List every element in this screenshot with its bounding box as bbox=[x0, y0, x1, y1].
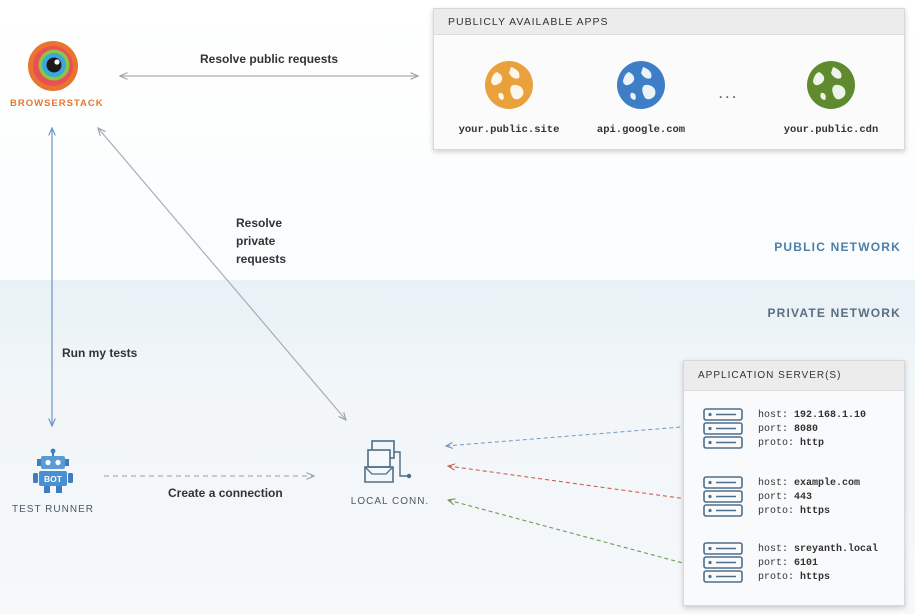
create-connection-label: Create a connection bbox=[168, 486, 283, 500]
app-label: your.public.site bbox=[458, 124, 560, 136]
server-entry: host: sreyanth.local port: 6101 proto: h… bbox=[702, 541, 897, 589]
app-your-public-site: your.public.site bbox=[454, 59, 564, 136]
server-port-row: port: 6101 bbox=[758, 557, 878, 571]
robot-icon: BOT bbox=[33, 448, 73, 493]
port-key: port: bbox=[758, 492, 789, 503]
proto-key: proto: bbox=[758, 438, 795, 449]
browserstack-logo-icon bbox=[28, 41, 78, 91]
server-details: host: 192.168.1.10 port: 8080 proto: htt… bbox=[758, 409, 866, 451]
server-proto-row: proto: https bbox=[758, 505, 860, 519]
server-proto-row: proto: http bbox=[758, 437, 866, 451]
globe-icon bbox=[617, 61, 665, 109]
server-icon bbox=[703, 542, 743, 583]
app-your-public-cdn: your.public.cdn bbox=[776, 59, 886, 136]
proto-key: proto: bbox=[758, 572, 795, 583]
host-key: host: bbox=[758, 410, 789, 421]
server-icon bbox=[703, 408, 743, 449]
public-apps-panel: PUBLICLY AVAILABLE APPS your.public.site… bbox=[433, 8, 905, 150]
resolve-public-label: Resolve public requests bbox=[200, 52, 339, 66]
edge-server-3 bbox=[448, 500, 694, 566]
resolve-private-line: requests bbox=[236, 252, 287, 266]
server-host-row: host: 192.168.1.10 bbox=[758, 409, 866, 423]
server-details: host: example.com port: 443 proto: https bbox=[758, 477, 860, 519]
globe-icon bbox=[485, 61, 533, 109]
globe-icon bbox=[807, 61, 855, 109]
local-conn-label: LOCAL CONN. bbox=[350, 496, 430, 507]
private-network-label: PRIVATE NETWORK bbox=[767, 306, 901, 320]
resolve-private-label: Resolve private requests bbox=[236, 214, 286, 268]
test-runner-label: TEST RUNNER bbox=[12, 504, 94, 515]
resolve-private-line: private bbox=[236, 234, 276, 248]
server-host-row: host: sreyanth.local bbox=[758, 543, 878, 557]
app-servers-title: APPLICATION SERVER(S) bbox=[684, 361, 904, 391]
server-entry: host: 192.168.1.10 port: 8080 proto: htt… bbox=[702, 407, 897, 455]
host-value: sreyanth.local bbox=[794, 544, 879, 555]
host-value: example.com bbox=[794, 478, 861, 489]
proto-value: https bbox=[800, 572, 831, 583]
public-apps-title: PUBLICLY AVAILABLE APPS bbox=[434, 9, 904, 35]
server-proto-row: proto: https bbox=[758, 571, 878, 585]
app-label: your.public.cdn bbox=[783, 124, 879, 136]
server-entry: host: example.com port: 443 proto: https bbox=[702, 475, 897, 523]
edge-resolve-private bbox=[98, 128, 346, 420]
bot-text: BOT bbox=[44, 474, 63, 484]
server-icon bbox=[703, 476, 743, 517]
app-label: api.google.com bbox=[596, 124, 686, 136]
server-details: host: sreyanth.local port: 6101 proto: h… bbox=[758, 543, 878, 585]
test-runner-node: BOT TEST RUNNER bbox=[8, 448, 98, 520]
proto-value: http bbox=[800, 438, 825, 449]
app-api-google-com: api.google.com bbox=[586, 59, 696, 136]
port-value: 443 bbox=[794, 492, 813, 503]
port-key: port: bbox=[758, 424, 789, 435]
browserstack-node: BROWSERSTACK bbox=[10, 38, 104, 118]
proto-key: proto: bbox=[758, 506, 795, 517]
port-value: 6101 bbox=[794, 558, 819, 569]
host-value: 192.168.1.10 bbox=[794, 410, 867, 421]
server-port-row: port: 443 bbox=[758, 491, 860, 505]
public-network-label: PUBLIC NETWORK bbox=[774, 240, 901, 254]
run-tests-label: Run my tests bbox=[62, 346, 138, 360]
app-servers-panel: APPLICATION SERVER(S) host: 192.168.1.10… bbox=[683, 360, 905, 606]
resolve-private-line: Resolve bbox=[236, 216, 283, 230]
server-port-row: port: 8080 bbox=[758, 423, 866, 437]
proto-value: https bbox=[800, 506, 831, 517]
edge-server-1 bbox=[446, 426, 694, 446]
local-connection-icon bbox=[364, 440, 412, 483]
host-key: host: bbox=[758, 478, 789, 489]
edge-server-2 bbox=[448, 466, 694, 500]
apps-ellipsis: . . . bbox=[719, 87, 736, 101]
port-key: port: bbox=[758, 558, 789, 569]
browserstack-label: BROWSERSTACK bbox=[10, 98, 104, 109]
local-conn-node: LOCAL CONN. bbox=[340, 436, 440, 512]
host-key: host: bbox=[758, 544, 789, 555]
server-host-row: host: example.com bbox=[758, 477, 860, 491]
port-value: 8080 bbox=[794, 424, 819, 435]
